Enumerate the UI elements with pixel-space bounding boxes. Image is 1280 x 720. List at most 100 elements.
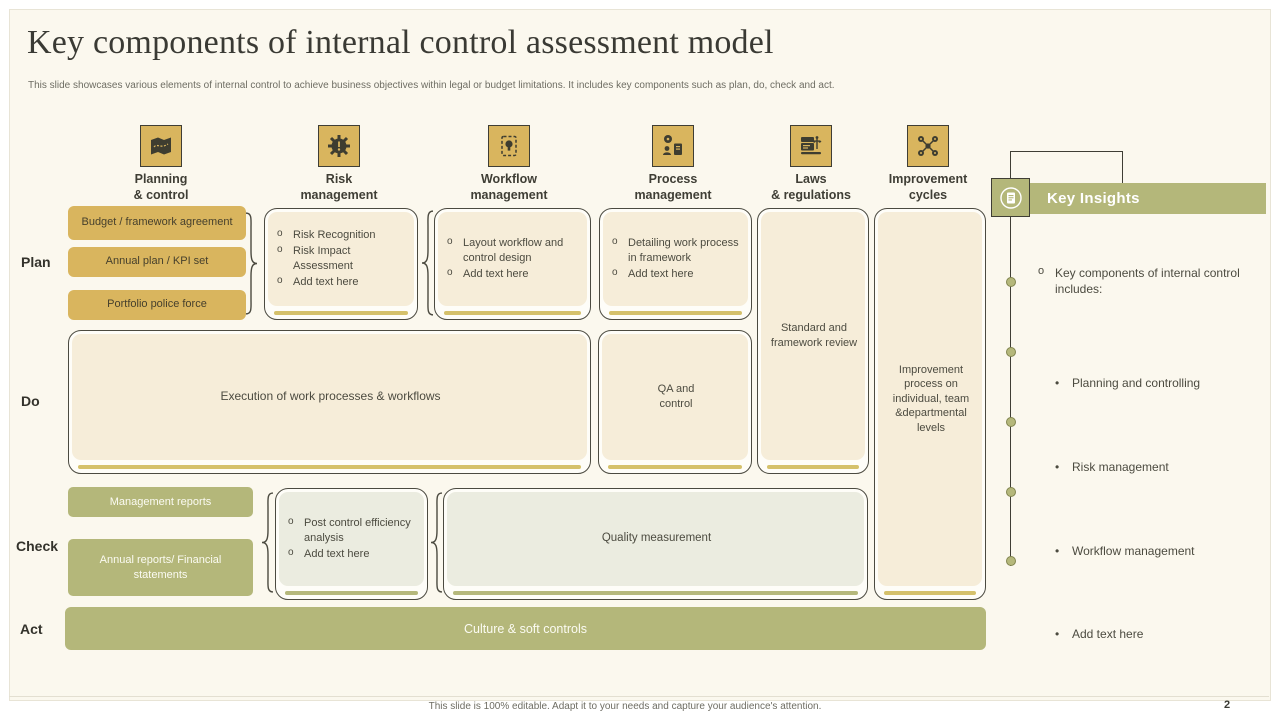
column-header-line: Planning xyxy=(134,172,188,186)
planning-control-icon-box xyxy=(140,125,182,167)
qa-card-text: QA and control xyxy=(657,383,695,410)
card-fill xyxy=(878,212,982,586)
key-insights-header-bar: Key Insights xyxy=(1011,183,1266,214)
timeline-dot xyxy=(1006,417,1016,427)
brace-left-connector xyxy=(261,492,274,593)
page-subtitle: This slide showcases various elements of… xyxy=(28,80,835,91)
quality-card-text: Quality measurement xyxy=(601,532,712,545)
execution-card-text: Execution of work processes & workflows xyxy=(220,389,441,404)
post-control-card: Post control efficiency analysis Add tex… xyxy=(275,488,428,600)
list-item: Detailing work process in framework xyxy=(610,235,743,265)
card-fill xyxy=(72,334,587,460)
person-gear-icon xyxy=(663,135,682,155)
laws-card-text: Standard and framework review xyxy=(770,322,858,349)
page-number: 2 xyxy=(1224,699,1231,711)
key-insights-bullet: Planning and controlling xyxy=(1055,376,1280,390)
key-insights-timeline xyxy=(1010,217,1011,566)
workflow-management-icon-box xyxy=(488,125,530,167)
card-content: Post control efficiency analysis Add tex… xyxy=(286,495,419,583)
key-insights-title: Key Insights xyxy=(1047,190,1140,207)
card-content: Layout workflow and control design Add t… xyxy=(445,215,582,303)
column-header-laws-regulations: Laws & regulations xyxy=(735,171,887,204)
improvement-cycles-card: Improvement process on individual, team … xyxy=(874,208,986,600)
act-bar-text: Culture & soft controls xyxy=(464,621,587,636)
plan-gold-box-annual-plan: Annual plan / KPI set xyxy=(68,247,246,277)
timeline-dot xyxy=(1006,277,1016,287)
column-header-improvement-cycles: Improvement cycles xyxy=(852,171,1004,204)
key-insights-bracket-line xyxy=(1010,151,1123,185)
card-fill xyxy=(761,212,865,460)
column-header-line: Workflow xyxy=(480,172,538,186)
process-management-plan-card: Detailing work process in framework Add … xyxy=(599,208,752,320)
document-scales-icon xyxy=(801,136,822,155)
card-accent-strip xyxy=(767,464,859,469)
column-header-line: management xyxy=(634,188,712,203)
process-items-list: Detailing work process in framework Add … xyxy=(610,235,743,283)
page-title: Key components of internal control asses… xyxy=(27,24,774,61)
list-item: Post control efficiency analysis xyxy=(286,515,419,545)
document-bulb-icon xyxy=(501,135,517,157)
card-accent-strip xyxy=(884,590,976,595)
list-item: Add text here xyxy=(286,546,419,562)
card-content: Execution of work processes & workflows xyxy=(79,337,582,457)
plan-gold-box-portfolio: Portfolio police force xyxy=(68,290,246,320)
list-item: Add text here xyxy=(275,274,409,290)
column-header-line: Laws xyxy=(795,172,827,186)
risk-management-icon-box xyxy=(318,125,360,167)
row-label-plan: Plan xyxy=(21,254,51,270)
column-header-line: & regulations xyxy=(771,188,851,203)
improvement-cycles-icon-box xyxy=(907,125,949,167)
timeline-dot xyxy=(1006,556,1016,566)
quality-measurement-card: Quality measurement xyxy=(443,488,868,600)
brace-right-connector xyxy=(245,212,258,315)
network-icon xyxy=(918,136,938,156)
brace-left-connector xyxy=(430,492,443,593)
laws-regulations-icon-box xyxy=(790,125,832,167)
check-olive-box-management-reports: Management reports xyxy=(68,487,253,517)
footer-divider xyxy=(9,696,1269,697)
key-insights-bullet: Add text here xyxy=(1055,627,1280,641)
card-accent-strip xyxy=(444,310,581,315)
list-item: Layout workflow and control design xyxy=(445,235,582,265)
brace-left-connector xyxy=(421,210,434,316)
key-insights-bullet: Risk management xyxy=(1055,460,1280,474)
row-label-act: Act xyxy=(20,621,43,637)
post-control-items-list: Post control efficiency analysis Add tex… xyxy=(286,515,419,563)
risk-items-list: Risk Recognition Risk Impact Assessment … xyxy=(275,227,409,291)
risk-management-plan-card: Risk Recognition Risk Impact Assessment … xyxy=(264,208,418,320)
column-header-line: management xyxy=(300,188,378,203)
card-content: Quality measurement xyxy=(454,495,859,583)
column-header-planning-control: Planning & control xyxy=(85,171,237,204)
key-insights-icon-box xyxy=(991,178,1030,217)
card-accent-strip xyxy=(609,310,742,315)
row-label-check: Check xyxy=(16,538,59,554)
plan-gold-box-budget: Budget / framework agreement xyxy=(68,206,246,240)
card-content: Detailing work process in framework Add … xyxy=(610,215,743,303)
list-item: Add text here xyxy=(610,266,743,282)
list-item: Risk Recognition xyxy=(275,228,409,243)
laws-regulations-card: Standard and framework review xyxy=(757,208,869,474)
column-header-line: Process xyxy=(648,172,698,186)
check-olive-box-annual-reports: Annual reports/ Financial statements xyxy=(68,539,253,596)
list-item: Risk Impact Assessment xyxy=(275,243,409,273)
column-header-process-management: Process management xyxy=(597,171,749,204)
execution-card: Execution of work processes & workflows xyxy=(68,330,591,474)
column-header-line: Improvement xyxy=(888,172,968,186)
act-culture-bar: Culture & soft controls xyxy=(65,607,986,650)
process-management-icon-box xyxy=(652,125,694,167)
card-content: Risk Recognition Risk Impact Assessment … xyxy=(275,215,409,303)
workflow-management-plan-card: Layout workflow and control design Add t… xyxy=(434,208,591,320)
row-label-do: Do xyxy=(21,393,40,409)
card-accent-strip xyxy=(608,464,742,469)
card-accent-strip xyxy=(453,590,858,595)
card-accent-strip xyxy=(78,464,581,469)
card-accent-strip xyxy=(274,310,408,315)
footer-note: This slide is 100% editable. Adapt it to… xyxy=(428,701,822,712)
map-icon xyxy=(151,137,171,155)
timeline-dot xyxy=(1006,347,1016,357)
key-insights-bullet: Workflow management xyxy=(1055,544,1280,558)
card-fill xyxy=(447,492,864,586)
workflow-items-list: Layout workflow and control design Add t… xyxy=(445,235,582,283)
column-header-line: & control xyxy=(133,188,189,203)
card-content: Standard and framework review xyxy=(768,215,860,457)
